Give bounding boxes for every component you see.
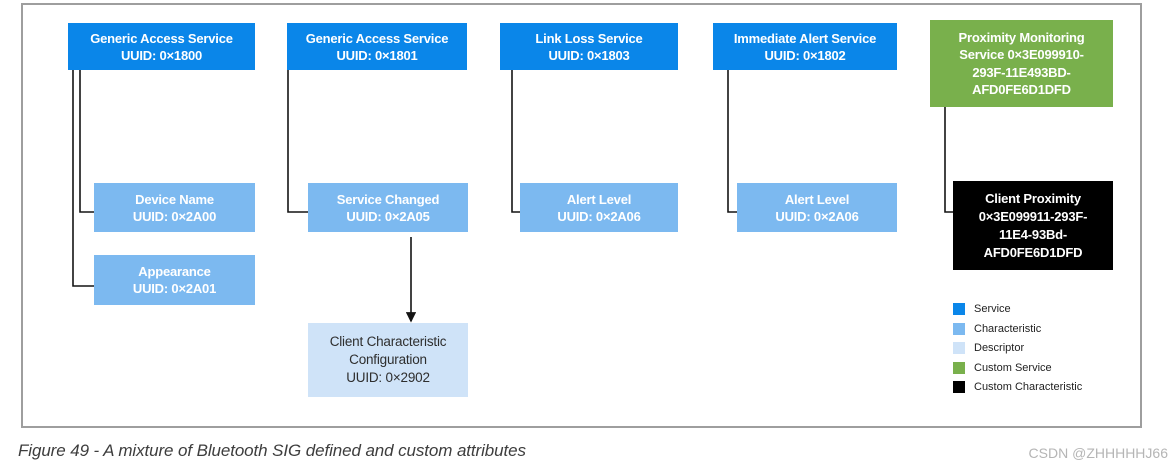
box-uuid: AFD0FE6D1DFD [972,82,1071,97]
box-title: Client Proximity [985,190,1081,206]
box-uuid: UUID: 0×2902 [346,370,430,385]
service-box-generic-access-1801: Generic Access Service UUID: 0×1801 [287,23,467,70]
box-uuid: UUID: 0×2A00 [132,208,217,224]
box-title: Generic Access Service [90,30,233,46]
legend-label: Characteristic [974,322,1042,335]
descriptor-box-client-characteristic-configuration: Client Characteristic Configuration UUID… [308,323,468,397]
box-uuid: UUID: 0×2A01 [132,281,217,296]
box-uuid: UUID: 0×1801 [336,47,418,63]
box-title: Generic Access Service [305,30,449,46]
box-uuid: 11E4-93Bd- [998,226,1068,242]
characteristic-color-swatch [953,322,965,335]
legend-item-characteristic: Characteristic [953,322,1082,335]
connector-gas1800-to-appearance [72,57,111,292]
box-title: Appearance [138,264,211,279]
custom-service-box-proximity-monitoring: Proximity Monitoring Service 0×3E099910-… [930,20,1113,107]
characteristic-box-device-name: Device Name UUID: 0×2A00 [94,183,255,232]
box-uuid: Service 0×3E099910- [959,47,1084,62]
box-uuid: AFD0FE6D1DFD [983,244,1083,260]
box-title: Configuration [349,352,427,367]
box-uuid: 293F-11E493BD- [972,64,1071,80]
box-uuid: UUID: 0×2A06 [775,208,859,224]
watermark-text: CSDN @ZHHHHHJ66 [1028,445,1168,461]
service-box-link-loss-1803: Link Loss Service UUID: 0×1803 [500,23,678,70]
characteristic-box-appearance: Appearance UUID: 0×2A01 [94,255,255,305]
legend-label: Custom Characteristic [974,381,1083,393]
service-color-swatch [953,303,965,315]
service-box-immediate-alert-1802: Immediate Alert Service UUID: 0×1802 [713,23,897,70]
legend-label: Service [974,303,1011,315]
box-title: Device Name [135,191,214,207]
legend-label: Custom Service [974,361,1052,374]
custom-service-color-swatch [953,361,965,374]
box-title: Service Changed [336,191,440,207]
characteristic-box-alert-level-linkloss: Alert Level UUID: 0×2A06 [520,183,678,232]
box-title: Alert Level [784,191,850,207]
custom-characteristic-box-client-proximity: Client Proximity 0×3E099911-293F- 11E4-9… [953,181,1113,270]
box-title: Immediate Alert Service [733,30,877,46]
legend-item-service: Service [953,303,1082,315]
box-uuid: UUID: 0×1800 [120,47,203,63]
characteristic-box-service-changed: Service Changed UUID: 0×2A05 [308,183,468,232]
box-uuid: UUID: 0×1802 [764,47,846,63]
box-uuid: UUID: 0×2A05 [346,208,430,224]
custom-characteristic-color-swatch [953,381,965,393]
legend-item-custom-service: Custom Service [953,361,1082,374]
box-title: Proximity Monitoring [958,29,1085,45]
legend-label: Descriptor [974,342,1025,354]
legend-item-custom-characteristic: Custom Characteristic [953,381,1082,393]
box-title: Client Characteristic [329,334,447,349]
legend-item-descriptor: Descriptor [953,342,1082,354]
box-uuid: UUID: 0×1803 [548,47,630,63]
box-uuid: 0×3E099911-293F- [978,208,1088,224]
box-uuid: UUID: 0×2A06 [557,208,641,224]
descriptor-color-swatch [953,342,965,354]
service-box-generic-access-1800: Generic Access Service UUID: 0×1800 [68,23,255,70]
box-title: Link Loss Service [535,30,643,46]
legend: Service Characteristic Descriptor Custom… [953,303,1082,401]
figure-caption: Figure 49 - A mixture of Bluetooth SIG d… [18,441,526,460]
characteristic-box-alert-level-immediate: Alert Level UUID: 0×2A06 [737,183,897,232]
box-title: Alert Level [566,191,632,207]
